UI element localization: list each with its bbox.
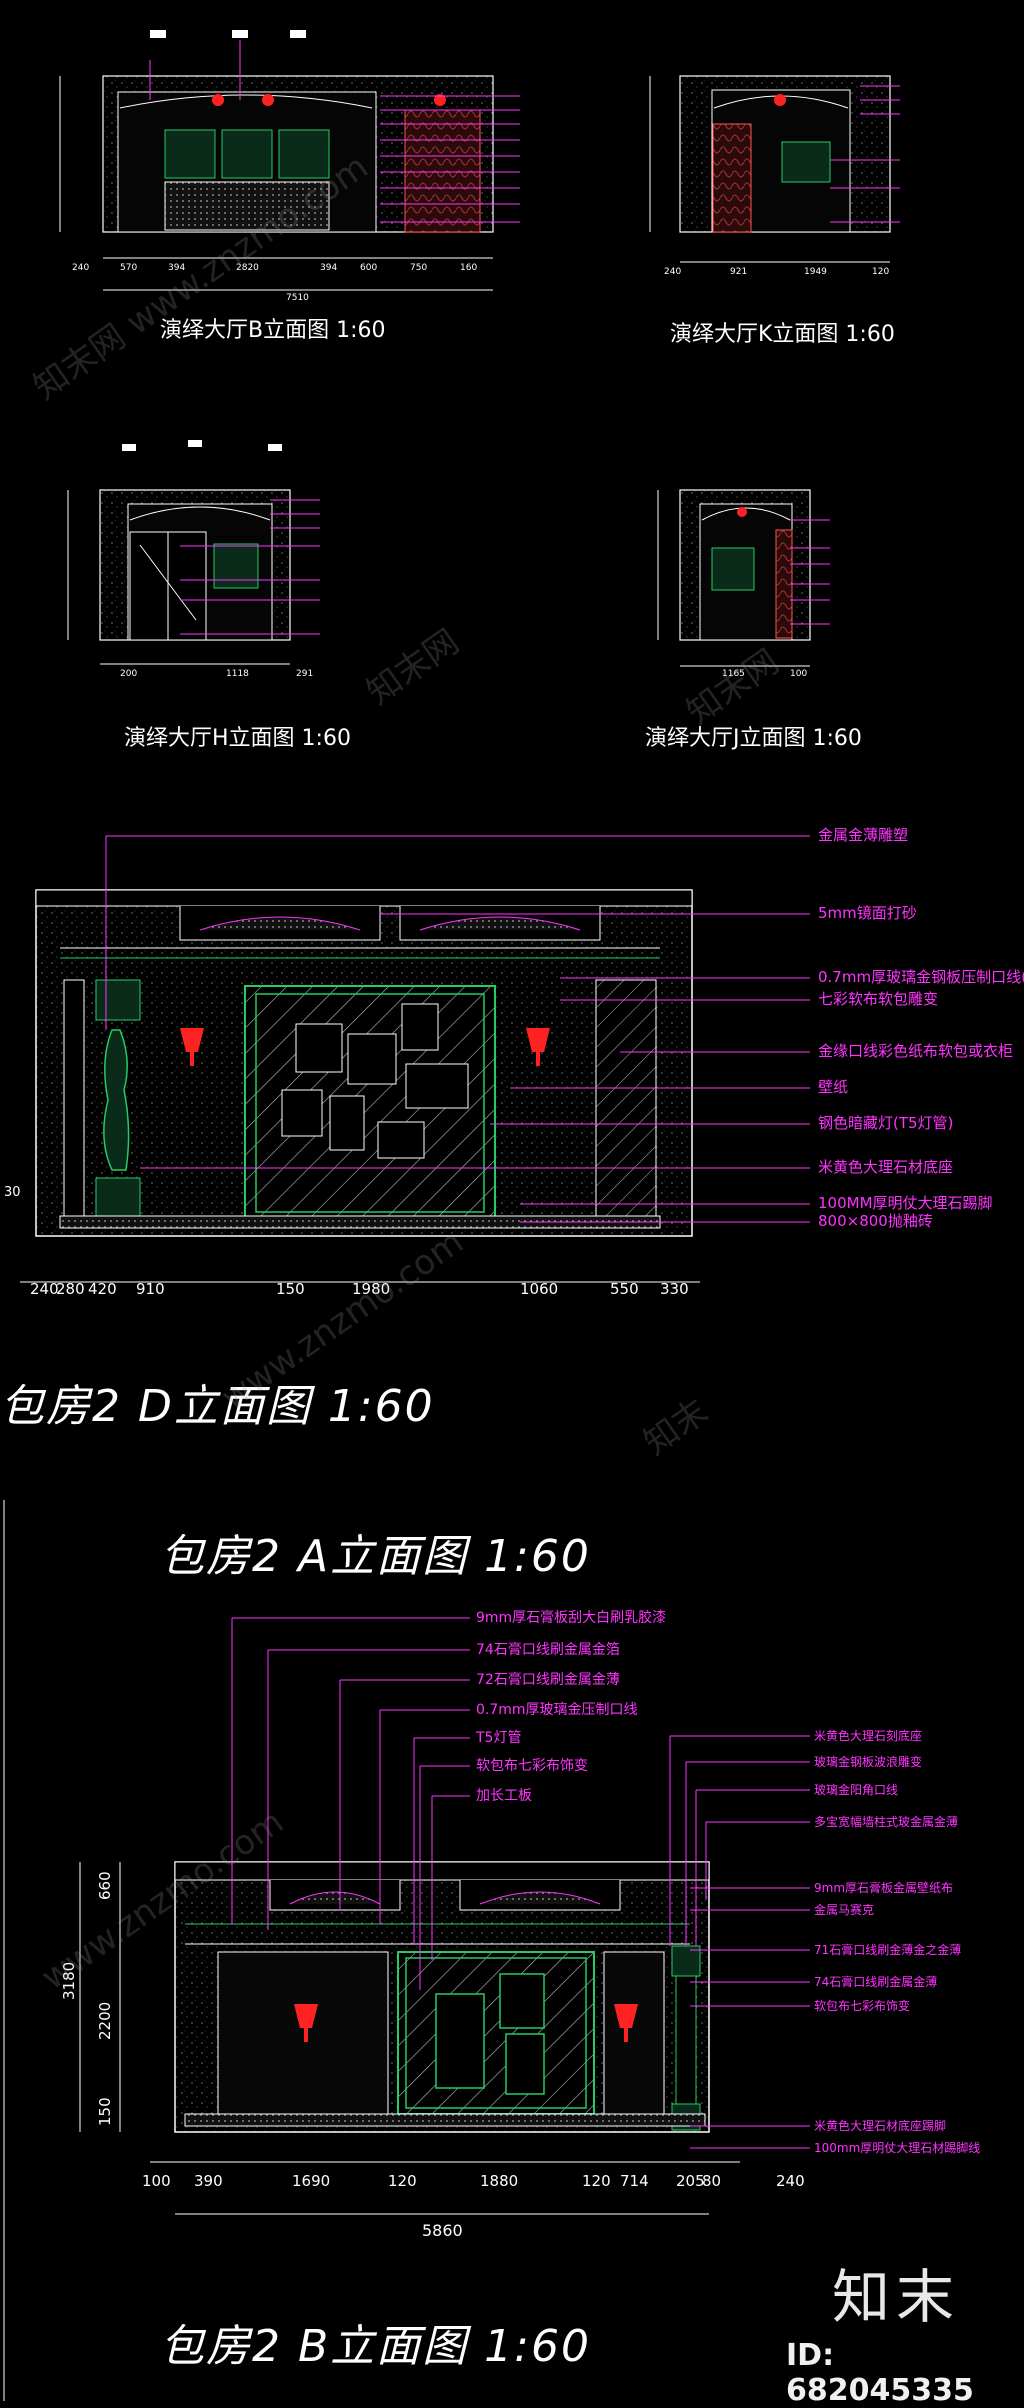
dimension-label: 921 xyxy=(730,267,747,277)
dimension-label: 394 xyxy=(320,263,337,273)
room2-d-annotations: 金属金薄雕塑 5mm镜面打砂 0.7mm厚玻璃金钢板压制口线( ) 七彩软布软包雕变金… xyxy=(818,826,1024,1230)
dimension-label: 160 xyxy=(460,263,477,273)
annotation-label: 米黄色大理石材底座踢脚 xyxy=(814,2118,946,2133)
annotation-label: 9mm厚石膏板刮大白刷乳胶漆 xyxy=(476,1609,666,1626)
image-id-text: ID: 682045335 xyxy=(786,2338,974,2408)
dimension-label: 1165 xyxy=(722,669,745,679)
dimension-label: 291 xyxy=(296,669,313,679)
annotation-label: 0.7mm厚玻璃金钢板压制口线( ) xyxy=(818,968,1024,986)
h-hall-elevation xyxy=(67,440,320,665)
annotation-label: 玻璃金钢板波浪雕变 xyxy=(814,1754,922,1769)
dimension-total-label: 7510 xyxy=(286,293,309,303)
dimension-label: 200 xyxy=(120,669,137,679)
dimension-label: 120 xyxy=(872,267,889,277)
annotation-label: 金缘口线彩色纸布软包或衣柜 xyxy=(818,1042,1013,1060)
dimension-label: 570 xyxy=(120,263,137,273)
j-hall-dimensions: 1165 100 xyxy=(722,669,807,679)
dimension-label: 3180 xyxy=(60,1962,78,2000)
title-h-hall: 演绎大厅H立面图 1:60 xyxy=(124,726,351,751)
dimension-total-label: 5860 xyxy=(422,2221,463,2240)
dimension-label: 420 xyxy=(88,1280,117,1298)
dimension-label: 1118 xyxy=(226,669,249,679)
dimension-label: 910 xyxy=(136,1280,165,1298)
dimension-label: 330 xyxy=(660,1280,689,1298)
b-hall-dimensions: 240 570 394 2820 394 600 750 160 7510 xyxy=(72,263,477,303)
annotation-label: 软包布七彩布饰变 xyxy=(476,1758,588,1774)
title-b-hall: 演绎大厅B立面图 1:60 xyxy=(160,318,386,343)
dimension-label: 1880 xyxy=(480,2172,518,2190)
dimension-label: 750 xyxy=(410,263,427,273)
title-room2-d: 包房2 D立面图 1:60 xyxy=(0,1381,435,1432)
dimension-label: 240 xyxy=(776,2172,805,2190)
dimension-label: 120 xyxy=(582,2172,611,2190)
k-hall-dimensions: 240 921 1949 120 xyxy=(664,267,889,277)
dimension-label: 394 xyxy=(168,263,185,273)
dimension-label: 120 xyxy=(388,2172,417,2190)
b-hall-elevation xyxy=(59,30,520,291)
dimension-label: 30 xyxy=(4,1185,21,1200)
annotation-label: 软包布七彩布饰变 xyxy=(814,1998,910,2013)
dimension-label: 1949 xyxy=(804,267,827,277)
dimension-label: 240 xyxy=(30,1280,59,1298)
dimension-label: 2820 xyxy=(236,263,259,273)
dimension-label: 280 xyxy=(56,1280,85,1298)
title-k-hall: 演绎大厅K立面图 1:60 xyxy=(670,322,895,347)
dimension-label: 600 xyxy=(360,263,377,273)
annotation-label: 金属马赛克 xyxy=(814,1902,874,1917)
dimension-label: 1060 xyxy=(520,1280,558,1298)
annotation-label: 74石膏口线刷金属金箔 xyxy=(476,1641,620,1658)
dimension-label: 150 xyxy=(276,1280,305,1298)
dimension-label: 205 xyxy=(676,2172,705,2190)
annotation-label: 0.7mm厚玻璃金压制口线 xyxy=(476,1701,638,1718)
annotation-label: 74石膏口线刷金属金薄 xyxy=(814,1974,937,1989)
dimension-label: 2200 xyxy=(96,2002,114,2040)
annotation-label: T5灯管 xyxy=(475,1730,521,1746)
title-j-hall: 演绎大厅J立面图 1:60 xyxy=(645,726,862,751)
room2-b-annotations: 9mm厚石膏板刮大白刷乳胶漆 74石膏口线刷金属金箔 72石膏口线刷金属金薄 0.7m… xyxy=(475,1609,980,2155)
h-hall-dimensions: 200 1118 291 xyxy=(120,669,313,679)
annotation-label: 多宝宽幅墙柱式玻金属金薄 xyxy=(814,1814,958,1829)
annotation-label: 钢色暗藏灯(T5灯管) xyxy=(818,1114,953,1132)
room2-b-elevation xyxy=(79,1617,810,2215)
annotation-label: 100MM厚明仗大理石踢脚 xyxy=(818,1194,993,1212)
j-hall-elevation xyxy=(657,489,830,667)
dimension-label: 80 xyxy=(702,2172,721,2190)
annotation-label: 72石膏口线刷金属金薄 xyxy=(476,1671,620,1688)
title-room2-b: 包房2 B立面图 1:60 xyxy=(160,2321,591,2372)
dimension-label: 714 xyxy=(620,2172,649,2190)
annotation-label: 米黄色大理石刻底座 xyxy=(814,1728,922,1743)
dimension-label: 390 xyxy=(194,2172,223,2190)
annotation-label: 9mm厚石膏板金属壁纸布 xyxy=(814,1880,953,1895)
annotation-label: 71石膏口线刷金薄金之金薄 xyxy=(814,1942,961,1957)
annotation-label: 壁纸 xyxy=(818,1078,848,1096)
dimension-label: 550 xyxy=(610,1280,639,1298)
annotation-label: 米黄色大理石材底座 xyxy=(818,1158,953,1176)
annotation-label: 100mm厚明仗大理石材踢脚线 xyxy=(814,2140,980,2155)
annotation-label: 800×800抛釉砖 xyxy=(818,1212,933,1230)
dimension-label: 240 xyxy=(72,263,89,273)
dimension-label: 150 xyxy=(96,2097,114,2126)
dimension-label: 100 xyxy=(790,669,807,679)
room2-d-elevation xyxy=(20,835,810,1283)
dimension-label: 100 xyxy=(142,2172,171,2190)
dimension-label: 240 xyxy=(664,267,681,277)
title-room2-a: 包房2 A立面图 1:60 xyxy=(160,1531,591,1582)
annotation-label: 玻璃金阳角口线 xyxy=(814,1782,898,1797)
annotation-label: 金属金薄雕塑 xyxy=(818,826,908,844)
dimension-label: 660 xyxy=(96,1871,114,1900)
brand-logo-text: 知末 xyxy=(832,2263,961,2331)
dimension-label: 1690 xyxy=(292,2172,330,2190)
annotation-label: 5mm镜面打砂 xyxy=(818,904,917,922)
dimension-label: 1980 xyxy=(352,1280,390,1298)
k-hall-elevation xyxy=(649,75,900,263)
annotation-label: 七彩软布软包雕变 xyxy=(818,990,938,1008)
annotation-label: 加长工板 xyxy=(476,1788,532,1804)
